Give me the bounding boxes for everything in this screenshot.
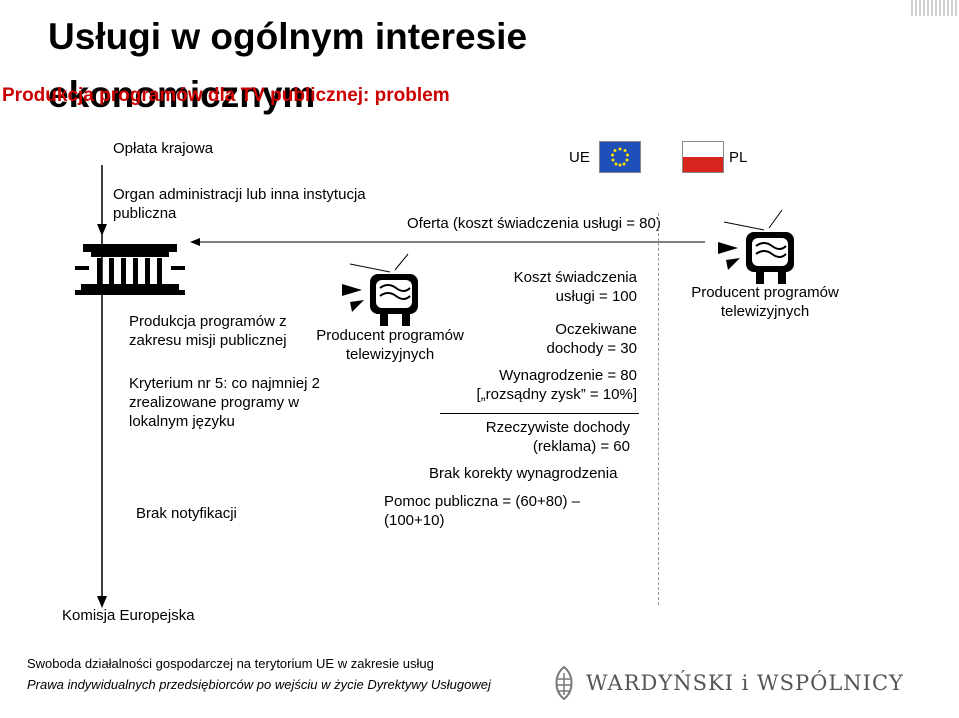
pl-label: PL bbox=[729, 148, 747, 167]
producer-right-text: Producent programów telewizyjnych bbox=[680, 283, 850, 321]
tv-icon bbox=[340, 252, 440, 332]
kryterium-text: Kryterium nr 5: co najmniej 2 zrealizowa… bbox=[129, 374, 329, 431]
organ-label: Organ administracji lub inna instytucja … bbox=[113, 185, 393, 223]
building-icon bbox=[75, 238, 185, 298]
page-subtitle: Produkcja programów dla TV publicznej: p… bbox=[2, 85, 450, 107]
corner-pattern bbox=[911, 0, 959, 16]
eu-flag-icon bbox=[599, 141, 641, 173]
offer-arrow bbox=[190, 236, 710, 248]
oferta-text: Oferta (koszt świadczenia usługi = 80) bbox=[407, 214, 661, 233]
komisja-label: Komisja Europejska bbox=[62, 606, 195, 625]
footer-line-2: Prawa indywidualnych przedsiębiorców po … bbox=[27, 677, 491, 692]
separator-line bbox=[658, 213, 659, 605]
pl-flag-icon bbox=[682, 141, 724, 173]
brak-korekty-text: Brak korekty wynagrodzenia bbox=[429, 464, 617, 483]
wynagrodzenie-text: Wynagrodzenie = 80 [„rozsądny zysk” = 10… bbox=[440, 366, 637, 404]
footer-line-1: Swoboda działalności gospodarczej na ter… bbox=[27, 656, 434, 671]
notyfikacja-text: Brak notyfikacji bbox=[136, 504, 237, 523]
oplata-label: Opłata krajowa bbox=[113, 139, 213, 158]
logo-wordmark: WARDYŃSKI i WSPÓLNICY bbox=[586, 671, 904, 695]
koszt-text: Koszt świadczenia usługi = 100 bbox=[480, 268, 637, 306]
produkcja-text: Produkcja programów z zakresu misji publ… bbox=[129, 312, 329, 350]
rzeczywiste-text: Rzeczywiste dochody (reklama) = 60 bbox=[460, 418, 630, 456]
sum-line bbox=[440, 413, 639, 414]
logo-emblem-icon bbox=[548, 665, 580, 701]
pomoc-text: Pomoc publiczna = (60+80) – (100+10) bbox=[384, 492, 614, 530]
flow-arrow-vertical bbox=[90, 160, 130, 610]
tv-icon bbox=[714, 208, 814, 288]
oczekiwane-text: Oczekiwane dochody = 30 bbox=[500, 320, 637, 358]
ue-label: UE bbox=[569, 148, 590, 167]
producer-mid-text: Producent programów telewizyjnych bbox=[310, 326, 470, 364]
